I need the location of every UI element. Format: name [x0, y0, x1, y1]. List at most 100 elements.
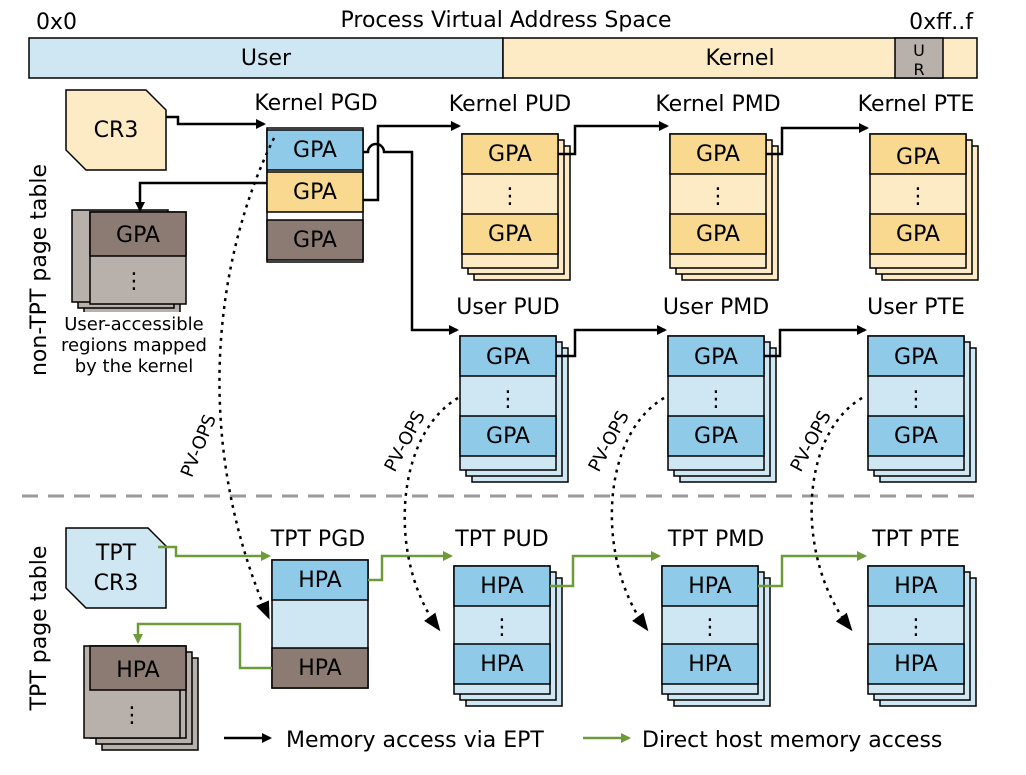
- kernel-pgd-title: Kernel PGD: [254, 91, 377, 116]
- tpt-pmd-dots: ⋮: [699, 615, 721, 640]
- tpt-pgd-title: TPT PGD: [270, 527, 365, 552]
- tpt-regions-stack: HPA ⋮: [83, 645, 199, 751]
- user-pud-top-entry: GPA: [486, 345, 530, 370]
- kernel-pgd-to-user-pud-arrow: [363, 142, 459, 335]
- user-pmd-title: User PMD: [663, 295, 769, 320]
- tpt-cr3-line2: CR3: [94, 571, 139, 596]
- tpt-cr3-register: TPT CR3: [65, 527, 167, 609]
- user-pmd-bottom-entry: GPA: [694, 424, 738, 449]
- user-region-label: User: [241, 46, 292, 71]
- user-pte-top-entry: GPA: [894, 345, 938, 370]
- address-space-bar: User Kernel U R: [28, 37, 978, 79]
- kernel-pmd-stack: Kernel PMD GPA ⋮ GPA: [655, 92, 781, 281]
- kernel-pud-dots: ⋮: [499, 184, 521, 209]
- tpt-pud-top-entry: HPA: [480, 574, 523, 599]
- user-regions-dots: ⋮: [123, 269, 145, 294]
- kernel-pud-stack: Kernel PUD GPA ⋮ GPA: [449, 92, 571, 281]
- pv-ops-label: PV-OPS: [786, 408, 835, 476]
- r-label: R: [913, 60, 924, 79]
- user-pud-title: User PUD: [456, 295, 559, 320]
- tpt-pmd-title: TPT PMD: [667, 527, 764, 552]
- pgd-to-user-regions-arrow: [135, 181, 267, 212]
- cr3-register: CR3: [65, 89, 167, 171]
- tpt-pud-dots: ⋮: [491, 615, 513, 640]
- tpt-pmd-to-tpt-pte-arrow: [758, 551, 867, 588]
- kernel-pud-to-kernel-pmd-arrow: [558, 121, 669, 156]
- tpt-row-label: TPT page table: [27, 546, 52, 712]
- tpt-regions-dots: ⋮: [121, 703, 143, 728]
- user-regions-stack: GPA ⋮: [71, 209, 187, 315]
- u-label: U: [913, 41, 925, 60]
- kernel-pgd-to-kernel-pud-arrow: [363, 121, 461, 202]
- user-pud-dots: ⋮: [497, 387, 519, 412]
- tpt-pte-title: TPT PTE: [871, 527, 960, 552]
- kernel-pud-title: Kernel PUD: [449, 92, 571, 117]
- address-start-label: 0x0: [36, 10, 77, 35]
- address-space-title: Process Virtual Address Space: [341, 8, 672, 33]
- user-pmd-to-user-pte-arrow: [764, 325, 867, 358]
- tpt-pte-dots: ⋮: [905, 615, 927, 640]
- tpt-cr3-to-tpt-pgd-arrow: [158, 545, 271, 561]
- pv-ops-arrow: [403, 396, 459, 632]
- tpt-pud-title: TPT PUD: [454, 527, 548, 552]
- direct-access-arrows: [133, 545, 867, 670]
- tpt-pte-stack: TPT PTE HPA ⋮ HPA: [867, 527, 977, 707]
- kernel-pmd-to-kernel-pte-arrow: [766, 123, 869, 156]
- user-pud-to-user-pmd-arrow: [556, 325, 667, 358]
- tpt-pmd-bottom-entry: HPA: [688, 652, 731, 677]
- tpt-regions-entry: HPA: [116, 658, 159, 683]
- user-pte-stack: User PTE GPA ⋮ GPA: [867, 295, 977, 483]
- kernel-pgd-entry-text: GPA: [293, 228, 337, 253]
- kernel-pgd-region-entry: [266, 219, 364, 261]
- cr3-to-kernel-pgd-arrow: [166, 115, 266, 129]
- user-regions-entry: GPA: [116, 223, 160, 248]
- kernel-pte-title: Kernel PTE: [858, 92, 975, 117]
- pv-ops-arrow: [610, 396, 665, 632]
- ept-arrows: [135, 115, 869, 358]
- kernel-pte-top-entry: GPA: [896, 145, 940, 170]
- tpt-pmd-top-entry: HPA: [688, 574, 731, 599]
- kernel-region-label: Kernel: [705, 46, 774, 71]
- user-regions-caption: User-accessible regions mapped by the ke…: [52, 312, 220, 378]
- user-pmd-top-entry: GPA: [694, 345, 738, 370]
- tpt-pgd-to-tpt-regions-arrow: [133, 622, 272, 670]
- kernel-pmd-bottom-entry: GPA: [696, 222, 740, 247]
- address-end-label: 0xff..f: [909, 10, 974, 35]
- kernel-pte-stack: Kernel PTE GPA ⋮ GPA: [858, 92, 979, 281]
- kernel-pgd-kernel-entry: [266, 171, 364, 213]
- caption-line: User-accessible: [64, 314, 204, 335]
- tpt-pud-bottom-entry: HPA: [480, 652, 523, 677]
- kernel-pmd-title: Kernel PMD: [655, 92, 780, 117]
- tpt-pgd-to-tpt-pud-arrow: [368, 551, 453, 582]
- legend-ept-label: Memory access via EPT: [286, 728, 544, 753]
- kernel-pgd-entry-text: GPA: [293, 180, 337, 205]
- user-pte-title: User PTE: [867, 295, 965, 320]
- caption-line: by the kernel: [75, 356, 194, 377]
- pv-ops-label: PV-OPS: [380, 408, 429, 476]
- kernel-pgd-user-entry: [266, 129, 364, 171]
- legend-direct-label: Direct host memory access: [642, 728, 942, 753]
- tpt-pgd-table: TPT PGD HPA HPA: [270, 527, 369, 689]
- kernel-pud-bottom-entry: GPA: [488, 222, 532, 247]
- kernel-pmd-top-entry: GPA: [696, 142, 740, 167]
- pv-ops-arrow: [218, 137, 276, 620]
- tpt-pud-stack: TPT PUD HPA ⋮ HPA: [453, 527, 563, 707]
- non-tpt-row-label: non-TPT page table: [27, 164, 52, 376]
- pv-ops-label: PV-OPS: [177, 412, 221, 481]
- tpt-pte-top-entry: HPA: [894, 574, 937, 599]
- user-pud-stack: User PUD GPA ⋮ GPA: [456, 295, 569, 483]
- tpt-pud-to-tpt-pmd-arrow: [550, 551, 661, 588]
- user-pte-bottom-entry: GPA: [894, 424, 938, 449]
- user-readable-segment: [894, 37, 944, 79]
- tpt-pgd-bottom-entry: HPA: [298, 656, 341, 681]
- tpt-cr3-line1: TPT: [95, 541, 137, 566]
- tpt-pte-bottom-entry: HPA: [894, 652, 937, 677]
- kernel-pmd-dots: ⋮: [707, 184, 729, 209]
- user-pte-dots: ⋮: [905, 387, 927, 412]
- address-space-header: 0x0 Process Virtual Address Space 0xff..…: [36, 8, 974, 35]
- user-region-segment: [28, 37, 504, 79]
- user-pmd-stack: User PMD GPA ⋮ GPA: [663, 295, 777, 483]
- tpt-pgd-top-entry: HPA: [298, 568, 341, 593]
